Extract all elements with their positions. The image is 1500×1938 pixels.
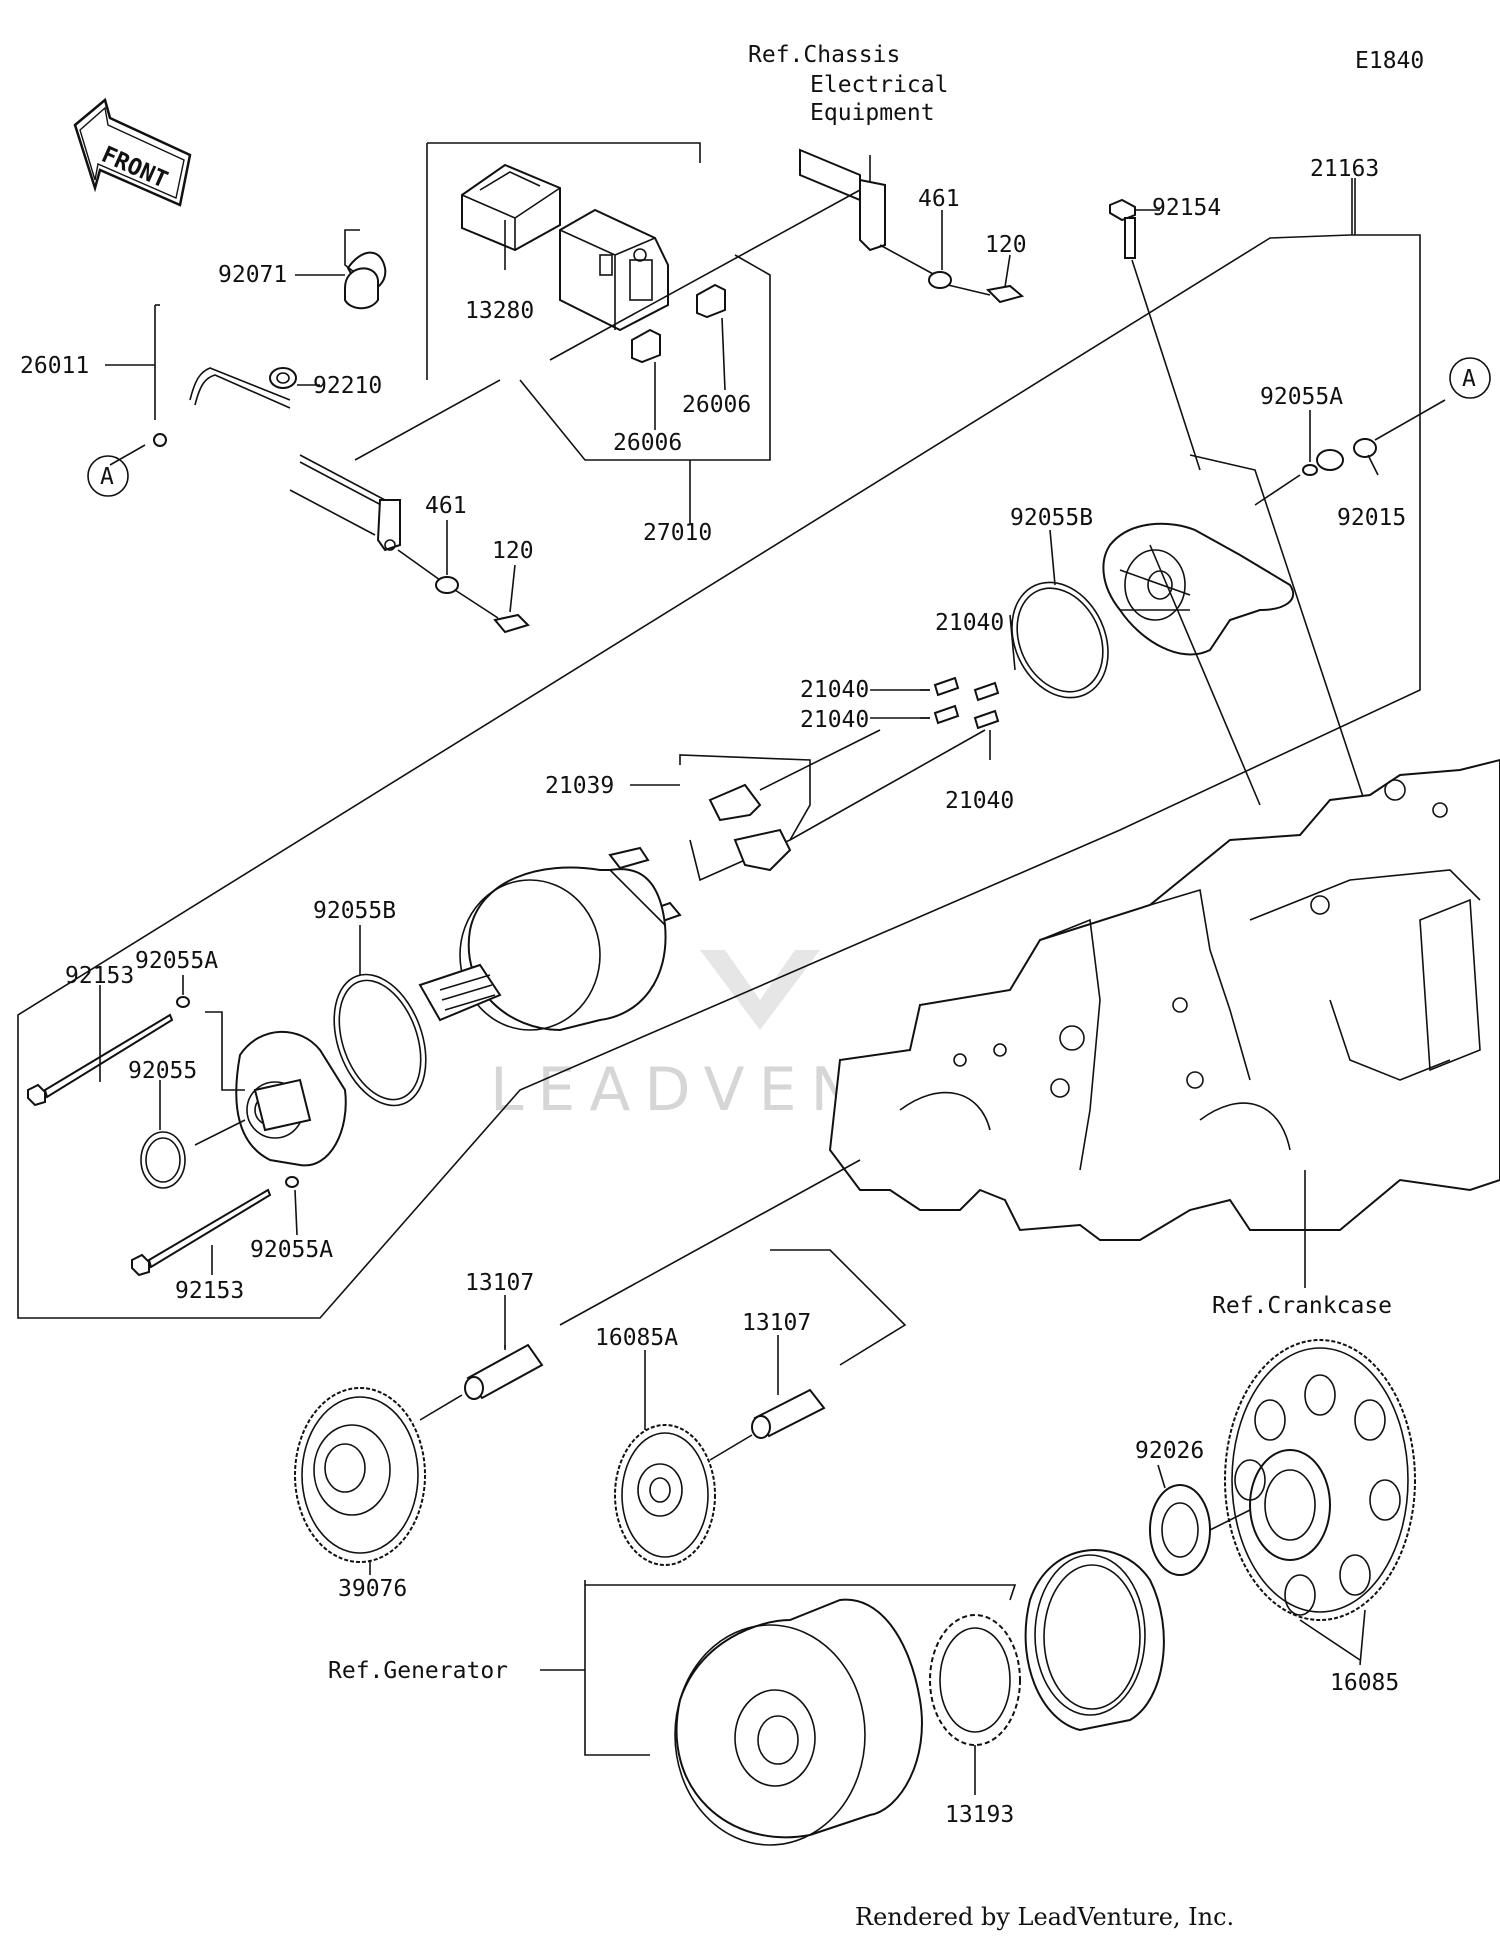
generator-outline xyxy=(584,1580,1017,1601)
callout-a-left-label: A xyxy=(100,464,114,490)
part-labels: 21163 92154 461 120 13280 26006 26006 27… xyxy=(20,156,1406,1828)
fuse-1 xyxy=(631,283,726,364)
gear-16085 xyxy=(1224,1339,1416,1621)
washer-92055A-bottom xyxy=(285,1176,299,1188)
label-92071: 92071 xyxy=(218,262,287,288)
relay-cover xyxy=(461,163,561,252)
label-92055B-top: 92055B xyxy=(1010,505,1093,531)
label-92210: 92210 xyxy=(313,373,382,399)
ref-chassis-line3: Equipment xyxy=(810,100,935,126)
long-bolt-bottom xyxy=(131,1188,272,1277)
crankcase xyxy=(828,758,1500,1241)
one-way-clutch-13193 xyxy=(929,1614,1021,1746)
bolt-120-bottom xyxy=(493,613,530,634)
label-39076: 39076 xyxy=(338,1576,407,1602)
callout-a-right: A xyxy=(1449,357,1491,399)
label-120-top: 120 xyxy=(985,232,1027,258)
chassis-cable xyxy=(799,148,861,202)
chassis-cable-lug xyxy=(859,178,886,252)
label-21163: 21163 xyxy=(1310,156,1379,182)
label-16085: 16085 xyxy=(1330,1670,1399,1696)
ref-generator: Ref.Generator xyxy=(328,1658,508,1684)
callout-a-left: A xyxy=(87,455,129,497)
label-92153-top: 92153 xyxy=(65,963,134,989)
o-ring-92055B-top xyxy=(1011,581,1109,699)
label-92055A-left: 92055A xyxy=(135,948,218,974)
ref-chassis-line1: Ref.Chassis xyxy=(748,42,900,68)
long-bolt-top xyxy=(27,1013,174,1107)
label-92153-bottom: 92153 xyxy=(175,1278,244,1304)
label-21040-d: 21040 xyxy=(945,788,1014,814)
label-120-bottom: 120 xyxy=(492,538,534,564)
ref-crankcase: Ref.Crankcase xyxy=(1212,1293,1392,1319)
label-16085A: 16085A xyxy=(595,1325,678,1351)
brush-springs xyxy=(933,676,1000,730)
label-92154: 92154 xyxy=(1152,195,1221,221)
washer-461-bottom xyxy=(435,576,459,594)
label-21040-a: 21040 xyxy=(935,610,1004,636)
leader-lines xyxy=(99,178,1379,1666)
label-461-bottom: 461 xyxy=(425,493,467,519)
front-arrow-icon: FRONT xyxy=(73,97,192,207)
starter-assembly-outline xyxy=(17,178,1421,1319)
shaft-13107-left xyxy=(464,1343,544,1400)
starter-relay xyxy=(559,208,669,332)
label-13107-b: 13107 xyxy=(742,1310,811,1336)
washer-92015 xyxy=(1316,449,1344,471)
label-21040-b: 21040 xyxy=(800,677,869,703)
gear-16085A xyxy=(614,1424,716,1566)
label-92015: 92015 xyxy=(1337,505,1406,531)
label-92026: 92026 xyxy=(1135,1438,1204,1464)
label-92055A-bottom: 92055A xyxy=(250,1237,333,1263)
label-13107-a: 13107 xyxy=(465,1270,534,1296)
label-21040-c: 21040 xyxy=(800,707,869,733)
label-26011: 26011 xyxy=(20,353,89,379)
label-27010: 27010 xyxy=(643,520,712,546)
nut-92210 xyxy=(269,367,297,389)
label-92055: 92055 xyxy=(128,1058,197,1084)
shaft-13107-right xyxy=(751,1388,826,1439)
starter-front-cover xyxy=(235,1030,347,1167)
label-21039: 21039 xyxy=(545,773,614,799)
washer-461-top xyxy=(928,271,952,289)
o-ring-92055 xyxy=(140,1131,186,1189)
label-26006-b: 26006 xyxy=(613,430,682,456)
relay-group-outline xyxy=(354,142,771,525)
label-92055A-top: 92055A xyxy=(1260,384,1343,410)
callout-a-right-label: A xyxy=(1462,366,1476,392)
label-461-top: 461 xyxy=(918,186,960,212)
ref-chassis-line2: Electrical xyxy=(810,72,948,98)
generator-rotor xyxy=(674,1598,923,1846)
label-13280: 13280 xyxy=(465,298,534,324)
elbow-fitting xyxy=(344,267,379,310)
gear-39076 xyxy=(294,1387,426,1563)
o-ring-92055B-left xyxy=(333,973,427,1107)
washer-92026 xyxy=(1149,1484,1211,1576)
diagram-id: E1840 xyxy=(1355,48,1424,74)
idler-outline xyxy=(770,1249,907,1366)
starter-end-cover xyxy=(1102,522,1295,656)
starter-clutch-housing xyxy=(1024,1549,1165,1732)
label-26006-a: 26006 xyxy=(682,392,751,418)
brush-screw xyxy=(608,846,650,870)
brush-holder-outline xyxy=(679,754,811,882)
label-13193: 13193 xyxy=(945,1802,1014,1828)
washer-92055A-top xyxy=(1302,464,1318,476)
credit-text: Rendered by LeadVenture, Inc. xyxy=(855,1903,1234,1931)
bolt-92154 xyxy=(1109,198,1201,471)
bolt-120-top xyxy=(985,284,1025,304)
label-92055B-left: 92055B xyxy=(313,898,396,924)
brush-holder xyxy=(708,783,762,822)
washer-92055A-left xyxy=(176,996,190,1008)
starter-motor xyxy=(418,866,667,1032)
